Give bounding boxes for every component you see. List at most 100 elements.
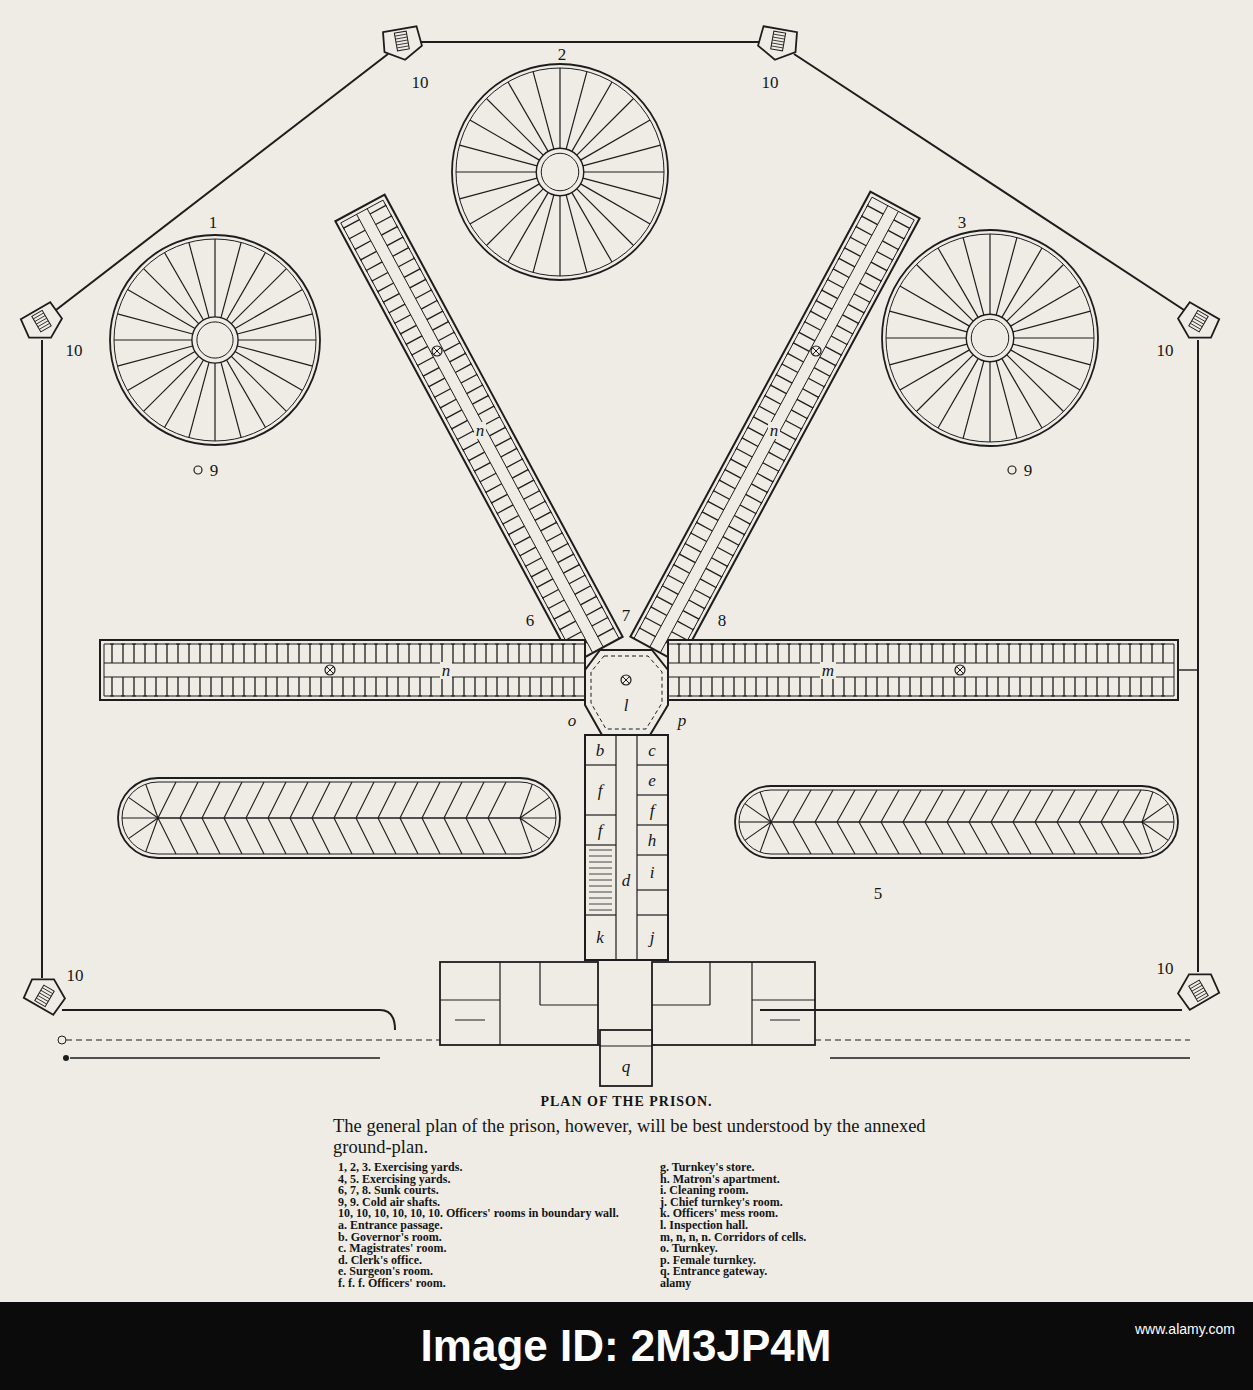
plan-line [561,644,565,645]
plan-line [776,696,780,697]
plan-line [210,677,211,696]
plan-line [528,696,532,697]
plan-line [445,417,447,421]
plan-stroke [771,31,786,51]
plan-line [474,677,475,696]
plan-line [418,696,422,697]
plan-line [721,644,725,645]
plan-line [690,531,692,535]
callout-label: 3 [956,214,969,231]
plan-line [507,459,523,468]
plan-line [435,389,451,398]
plan-line [832,267,834,271]
plan-line [42,988,52,994]
plan-line [698,617,700,621]
plan-line [916,355,973,412]
plan-line [462,644,466,645]
plan-line [711,644,712,663]
plan-line [237,314,312,334]
plan-line [672,632,688,641]
callout-label: j [648,929,657,946]
plan-line [559,628,561,632]
plan-line [508,193,548,262]
legend-line: i. Cleaning room. [660,1185,940,1197]
plan-line [589,910,612,911]
plan-line [536,586,538,590]
air-shaft [194,466,202,474]
plan-line [429,378,445,387]
plan-line [242,696,246,697]
plan-line [434,348,441,355]
plan-stroke [966,314,1014,362]
plan-stroke [335,195,622,664]
plan-line [529,644,530,663]
plan-stroke [432,346,442,356]
plan-line [1013,344,1091,365]
exercising-yard [735,786,1178,858]
plan-line [235,290,302,329]
plan-line [430,644,431,663]
plan-line [349,230,365,239]
plan-line [975,644,976,663]
legend-line: b. Governor's room. [338,1232,638,1244]
plan-line [559,68,560,148]
plan-line [470,120,539,160]
plan-line [444,343,460,352]
plan-line [520,818,532,852]
plan-line [41,990,51,996]
plan-line [634,197,872,638]
plan-line [800,427,802,431]
plan-line [188,677,189,696]
plan-line [456,171,536,172]
plan-line [1019,644,1020,663]
plan-line [758,404,760,408]
plan-line [997,644,998,663]
plan-line [765,396,781,405]
boundary-tower [1173,965,1221,1011]
plan-line [742,438,758,447]
plan-line [765,696,769,697]
plan-line [740,505,756,514]
plan-line [550,510,552,514]
plan-line [685,544,701,553]
entrance-gateway [598,1030,655,1086]
plan-line [1079,822,1097,854]
plan-line [615,735,616,960]
plan-line [298,677,299,696]
plan-line [38,995,48,1001]
plan-line [1014,337,1094,338]
plan-line [547,607,549,611]
plan-line [920,644,921,663]
plan-line [396,40,408,42]
plan-line [419,644,420,663]
plan-line [853,696,857,697]
plan-line [452,420,468,429]
plan-line [925,790,943,822]
plan-line [700,579,716,588]
plan-line [408,246,410,250]
plan-stroke [456,68,664,276]
plan-line [795,438,797,442]
plan-line [531,568,547,577]
plan-line [916,264,973,321]
plan-line [732,696,736,697]
plan-line [1074,644,1075,663]
plan-line [401,325,417,334]
plan-line [734,516,750,525]
plan-line [766,644,767,663]
plan-line [831,696,835,697]
plan-line [537,579,553,588]
plan-line [396,644,400,645]
plan-line [601,605,603,609]
plan-line [224,782,242,818]
plan-line [1161,696,1165,697]
plan-line [518,677,519,696]
plan-line [243,677,244,696]
plan-line [880,279,882,283]
plan-line [367,209,603,647]
plan-line [465,352,467,356]
plan-line [812,406,814,410]
plan-line [723,537,739,546]
plan-line [855,225,857,229]
plan-line [764,394,766,398]
